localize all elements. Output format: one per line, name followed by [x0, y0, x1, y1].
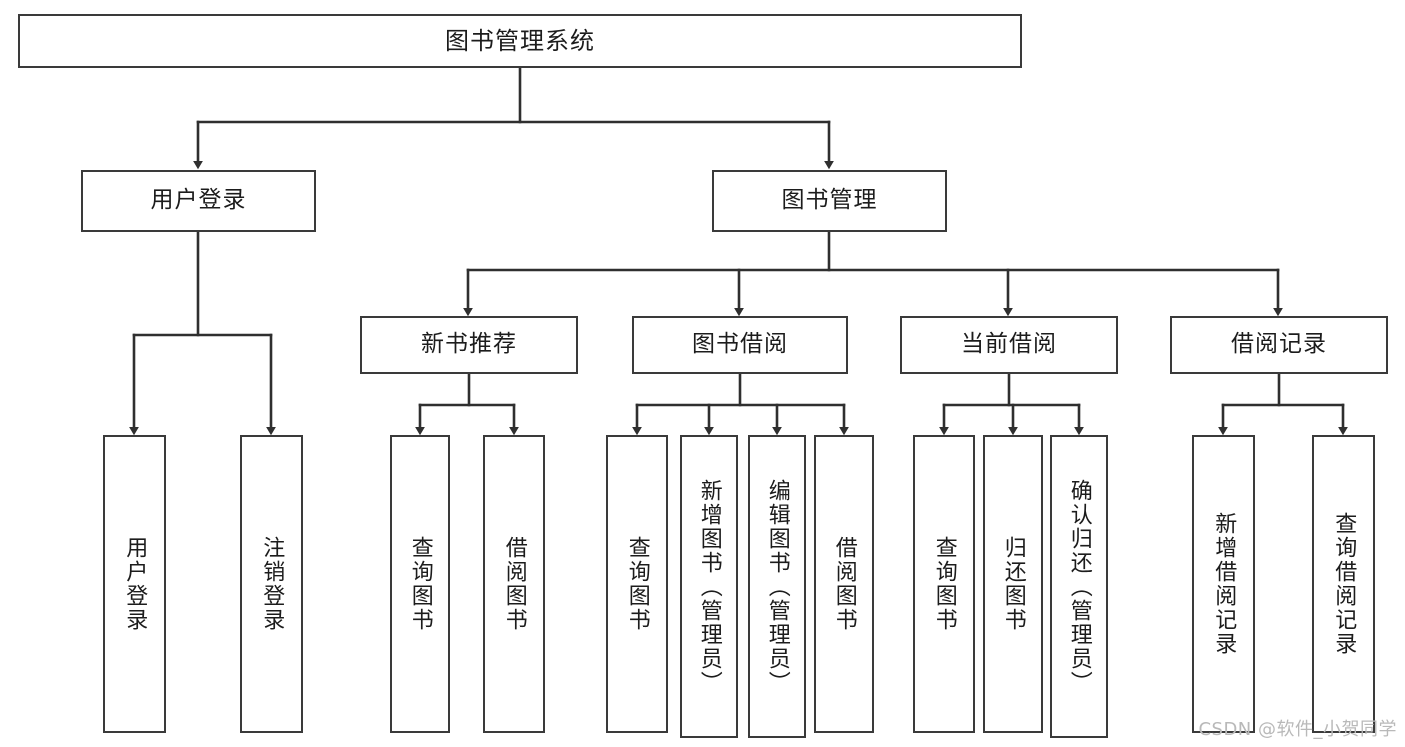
node-root-label: 图书管理系统 [445, 26, 595, 55]
node-borrow-record[interactable]: 借阅记录 [1170, 316, 1388, 374]
node-current-borrow-label: 当前借阅 [961, 331, 1057, 358]
node-root[interactable]: 图书管理系统 [18, 14, 1022, 68]
node-leaf-return-book[interactable]: 归还图书 [983, 435, 1043, 733]
node-leaf-user-logout-label: 注销登录 [259, 536, 285, 632]
node-current-borrow[interactable]: 当前借阅 [900, 316, 1118, 374]
node-leaf-query-book-current-label: 查询图书 [931, 536, 957, 632]
node-leaf-query-book-rec-label: 查询图书 [407, 536, 433, 632]
node-leaf-query-borrow-record[interactable]: 查询借阅记录 [1312, 435, 1375, 733]
node-leaf-borrow-book[interactable]: 借阅图书 [814, 435, 874, 733]
node-leaf-add-book-admin[interactable]: 新增图书（管理员） [680, 435, 738, 738]
node-book-manage[interactable]: 图书管理 [712, 170, 947, 232]
node-leaf-borrow-book-rec-label: 借阅图书 [501, 536, 527, 632]
node-user-login[interactable]: 用户登录 [81, 170, 316, 232]
node-leaf-borrow-book-rec[interactable]: 借阅图书 [483, 435, 545, 733]
node-leaf-edit-book-admin-label: 编辑图书（管理员） [764, 478, 790, 695]
node-book-borrow[interactable]: 图书借阅 [632, 316, 848, 374]
node-new-book-rec[interactable]: 新书推荐 [360, 316, 578, 374]
node-leaf-add-book-admin-label: 新增图书（管理员） [696, 478, 722, 695]
node-leaf-add-borrow-record-label: 新增借阅记录 [1211, 512, 1237, 656]
node-leaf-query-book-rec[interactable]: 查询图书 [390, 435, 450, 733]
node-book-borrow-label: 图书借阅 [692, 331, 788, 358]
node-book-manage-label: 图书管理 [781, 187, 878, 214]
node-leaf-borrow-book-label: 借阅图书 [831, 536, 857, 632]
node-leaf-confirm-return-admin-label: 确认归还（管理员） [1066, 478, 1092, 695]
node-leaf-confirm-return-admin[interactable]: 确认归还（管理员） [1050, 435, 1108, 738]
node-leaf-query-book-borrow-label: 查询图书 [624, 536, 650, 632]
node-leaf-edit-book-admin[interactable]: 编辑图书（管理员） [748, 435, 806, 738]
node-borrow-record-label: 借阅记录 [1231, 331, 1327, 358]
node-leaf-query-book-borrow[interactable]: 查询图书 [606, 435, 668, 733]
node-leaf-add-borrow-record[interactable]: 新增借阅记录 [1192, 435, 1255, 733]
watermark-text: CSDN @软件_小贺同学 [1198, 719, 1397, 740]
node-user-login-label: 用户登录 [150, 187, 247, 214]
node-leaf-user-logout[interactable]: 注销登录 [240, 435, 303, 733]
node-leaf-user-login[interactable]: 用户登录 [103, 435, 166, 733]
node-leaf-user-login-label: 用户登录 [122, 536, 148, 632]
node-leaf-return-book-label: 归还图书 [1000, 536, 1026, 632]
node-new-book-rec-label: 新书推荐 [421, 331, 517, 358]
node-leaf-query-book-current[interactable]: 查询图书 [913, 435, 975, 733]
node-leaf-query-borrow-record-label: 查询借阅记录 [1331, 512, 1357, 656]
